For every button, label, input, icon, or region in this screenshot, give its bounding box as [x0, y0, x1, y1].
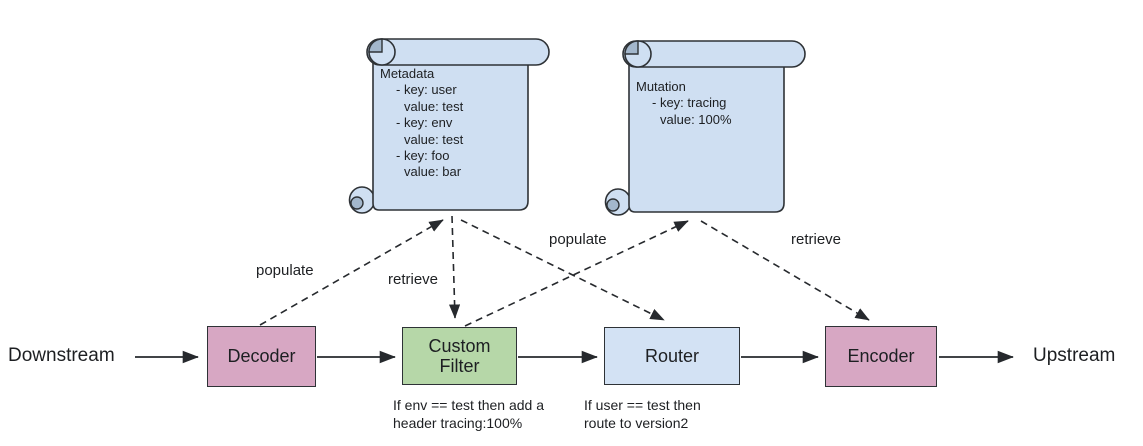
metadata-line: - key: foo — [396, 148, 450, 164]
mutation-line: value: 100% — [660, 111, 732, 127]
metadata-line: value: bar — [404, 164, 462, 180]
edge-label-retrieve-left: retrieve — [388, 271, 439, 288]
metadata-scroll-body — [372, 49, 529, 211]
metadata-scroll-top-curl-core — [368, 38, 383, 53]
mutation-scroll-top-curl-core — [624, 40, 639, 55]
encoder-node-label: Encoder — [847, 346, 915, 367]
dashed-arrow-custom-filter-populate-mutation — [464, 220, 689, 327]
mutation-scroll-body — [628, 51, 785, 213]
metadata-line: value: test — [404, 98, 464, 114]
downstream-label: Downstream — [8, 345, 115, 366]
dashed-arrow-metadata-retrieve-custom-filter — [449, 215, 461, 319]
mutation-scroll-bottom-curl-core — [606, 198, 620, 212]
metadata-scroll-text: Metadata - key: user value: test - key: … — [380, 66, 463, 181]
metadata-scroll-bottom-curl-core — [350, 196, 364, 210]
mutation-scroll-shape — [604, 40, 806, 216]
custom-filter-node-label: Custom Filter — [428, 335, 491, 376]
metadata-line: value: test — [404, 131, 464, 147]
custom-filter-caption: If env == test then add a header tracing… — [393, 397, 544, 431]
edge-label-populate-left: populate — [256, 262, 314, 279]
decoder-node-label: Decoder — [227, 346, 296, 367]
edge-label-populate-right: populate — [549, 231, 607, 248]
metadata-line: - key: env — [396, 115, 453, 131]
mutation-scroll-text: Mutation - key: tracing value: 100% — [636, 79, 732, 128]
router-node-label: Router — [644, 345, 700, 366]
metadata-scroll-top-roll — [366, 38, 550, 66]
mutation-line: - key: tracing — [652, 95, 727, 111]
encoder-node: Encoder — [825, 326, 937, 387]
upstream-label: Upstream — [1033, 345, 1116, 366]
mutation-title: Mutation — [636, 79, 686, 94]
dashed-arrow-mutation-retrieve-encoder — [700, 220, 870, 321]
metadata-title: Metadata — [380, 66, 435, 81]
router-caption: If user == test then route to version2 — [584, 397, 701, 431]
decoder-node: Decoder — [207, 326, 316, 387]
mutation-scroll-top-roll — [622, 40, 806, 68]
edge-label-retrieve-right: retrieve — [791, 231, 842, 248]
metadata-scroll-shape — [348, 38, 550, 214]
dashed-arrow-metadata-to-router — [460, 219, 665, 321]
custom-filter-node: Custom Filter — [402, 327, 517, 385]
metadata-line: - key: user — [396, 82, 457, 98]
router-node: Router — [604, 327, 740, 385]
